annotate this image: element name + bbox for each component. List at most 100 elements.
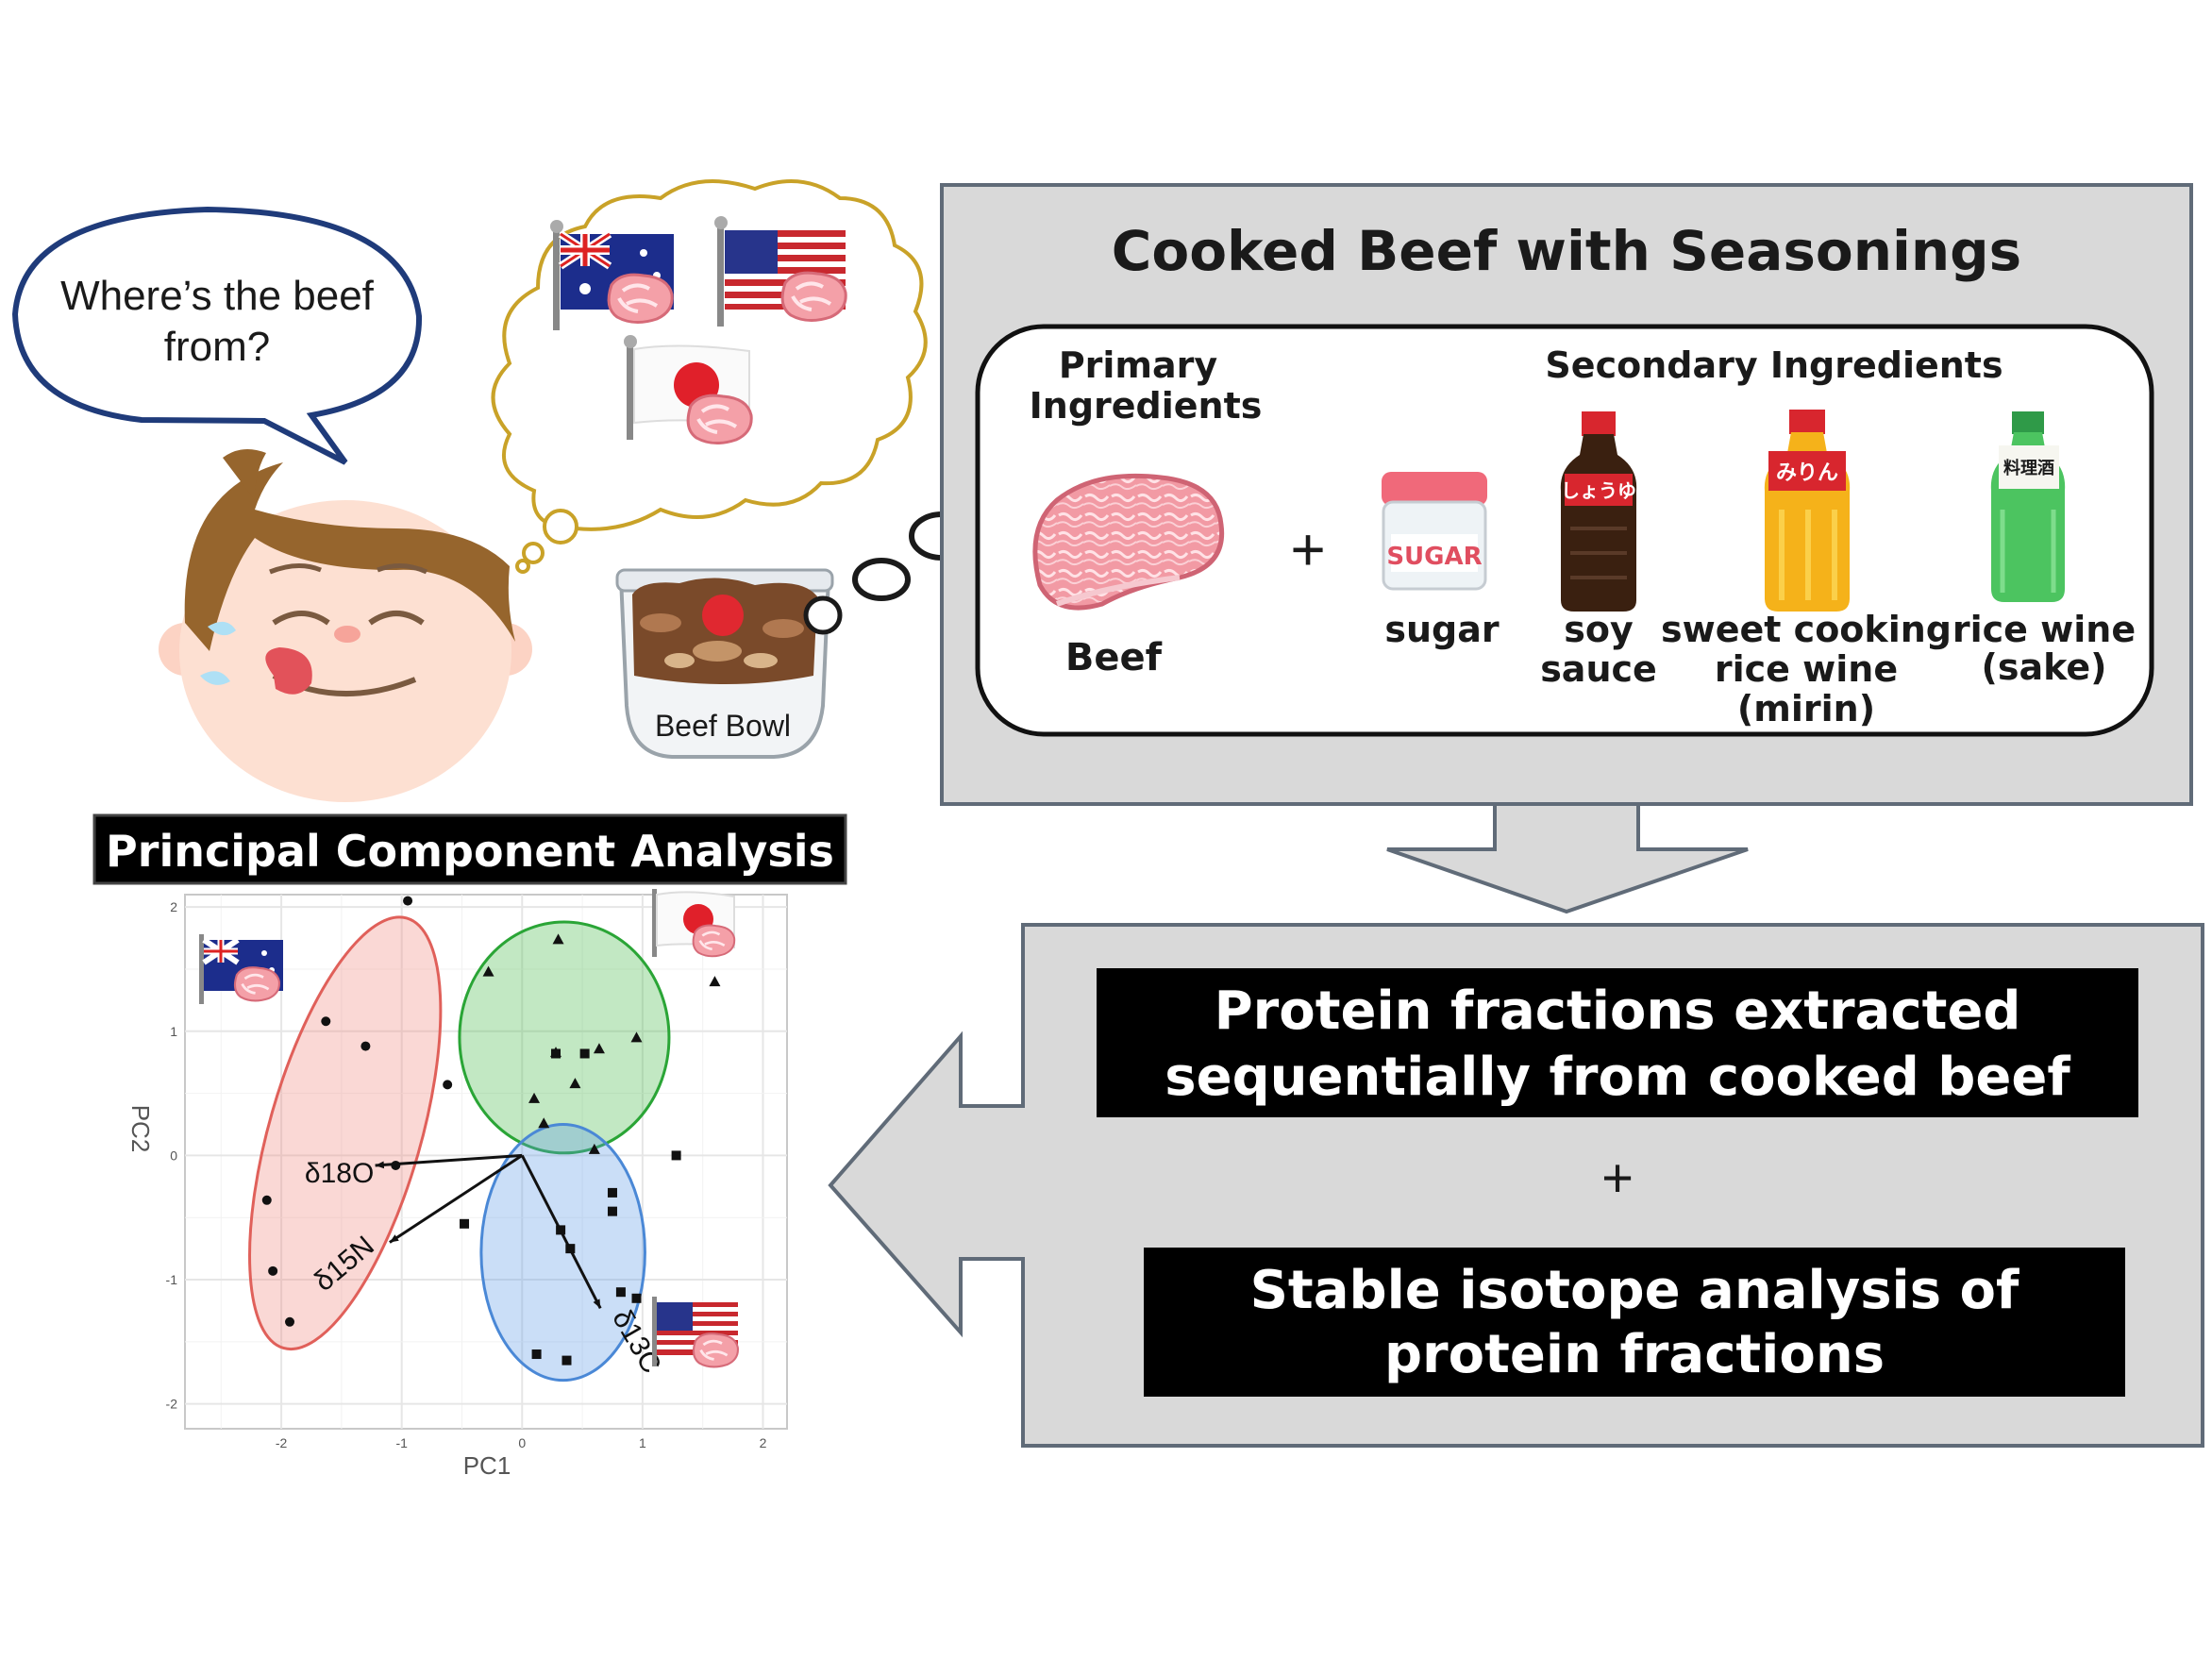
japan-flag-icon <box>652 889 736 958</box>
y-axis-label: PC2 <box>126 1105 155 1153</box>
analysis-plus-sign: + <box>1601 1148 1634 1209</box>
speech-line-1: Where’s the beef <box>60 273 375 319</box>
sake-bottle-icon: 料理酒 <box>1990 411 2066 602</box>
y-tick-label: 2 <box>170 899 177 914</box>
nose <box>334 626 360 643</box>
confidence-ellipse-japan <box>458 920 671 1155</box>
australia-flag-icon <box>550 220 675 330</box>
data-point-australia <box>321 1016 331 1027</box>
x-axis-label: PC1 <box>463 1451 511 1480</box>
data-point-japan <box>630 1031 643 1043</box>
usa-flag-icon <box>714 216 848 327</box>
beef-icon <box>1032 473 1225 611</box>
pca-title-bar <box>92 813 847 885</box>
loading-vector-arrowhead <box>593 1299 601 1309</box>
data-point-japan <box>538 1117 550 1129</box>
data-point-japan <box>482 965 494 977</box>
data-point-australia <box>443 1080 453 1090</box>
pca-title: Principal Component Analysis <box>106 826 834 877</box>
y-tick-label: -2 <box>166 1397 178 1412</box>
protein-fractions-box <box>1097 968 2138 1117</box>
cooked-panel-title: Cooked Beef with Seasonings <box>1112 219 2021 283</box>
data-point-japan <box>528 1092 541 1103</box>
data-point-australia <box>391 1160 401 1170</box>
plus-sign: + <box>1290 515 1325 583</box>
stable-isotope-line-1: Stable isotope analysis of <box>1250 1260 2019 1321</box>
right-eye <box>368 611 425 626</box>
data-point-usa <box>671 1150 681 1161</box>
data-point-usa <box>631 1293 642 1303</box>
loading-vector-arrowhead <box>389 1234 399 1243</box>
y-tick-label: -1 <box>166 1272 178 1287</box>
data-point-usa <box>565 1244 576 1254</box>
hair <box>184 462 516 651</box>
soy-bottle-label: しょうゆ <box>1561 479 1636 502</box>
beef-bowl-label: Beef Bowl <box>655 709 791 743</box>
protein-fractions-line-2: sequentially from cooked beef <box>1165 1047 2070 1108</box>
mirin-bottle-label: みりん <box>1776 461 1838 485</box>
sake-label-1: rice wine <box>1952 609 2136 650</box>
face <box>179 500 511 802</box>
x-tick-label: -2 <box>276 1435 288 1450</box>
data-point-usa <box>615 1287 626 1298</box>
cooked-beef-panel: Cooked Beef with Seasonings Primary Ingr… <box>940 183 2193 806</box>
beef-bowl-illustration: Beef Bowl <box>615 511 975 759</box>
data-point-usa <box>607 1206 617 1216</box>
loading-vector-arrowhead <box>375 1161 385 1169</box>
speech-bubble: Where’s the beef from? <box>11 206 423 465</box>
data-point-usa <box>579 1048 590 1059</box>
boy-illustration <box>159 449 532 802</box>
mirin-bottle-icon: みりん <box>1764 410 1851 612</box>
protein-fractions-line-1: Protein fractions extracted <box>1215 980 2021 1042</box>
x-tick-label: -1 <box>395 1435 408 1450</box>
data-point-usa <box>531 1349 542 1360</box>
secondary-heading: Secondary Ingredients <box>1545 344 2003 386</box>
sugar-label: sugar <box>1384 609 1500 650</box>
pca-grid <box>185 895 787 1429</box>
mirin-label-2: rice wine <box>1715 648 1898 690</box>
data-point-usa <box>556 1225 566 1235</box>
x-tick-label: 2 <box>760 1435 767 1450</box>
usa-flag-icon <box>652 1297 740 1368</box>
sake-bottle-label: 料理酒 <box>2003 458 2054 478</box>
x-tick-label: 1 <box>639 1435 646 1450</box>
soy-label-2: sauce <box>1540 648 1657 690</box>
data-point-australia <box>261 1195 272 1205</box>
australia-flag-icon <box>199 934 283 1004</box>
data-point-usa <box>460 1218 470 1229</box>
confidence-ellipse-australia <box>248 915 443 1351</box>
stable-isotope-line-2: protein fractions <box>1384 1324 1885 1385</box>
x-tick-label: 0 <box>518 1435 526 1450</box>
data-point-japan <box>552 933 564 945</box>
data-point-australia <box>403 896 413 906</box>
data-point-australia <box>285 1316 295 1327</box>
stable-isotope-box <box>1144 1248 2125 1397</box>
data-point-japan <box>569 1078 581 1089</box>
y-tick-label: 0 <box>170 1148 177 1163</box>
data-point-usa <box>607 1187 617 1198</box>
tongue <box>265 647 312 695</box>
sweat-drop <box>200 621 236 685</box>
loading-vector <box>389 1154 524 1244</box>
data-point-japan <box>593 1043 605 1054</box>
data-point-australia <box>360 1041 371 1051</box>
pca-points <box>261 896 721 1366</box>
confidence-ellipse-usa <box>479 1123 646 1382</box>
sake-label-2: (sake) <box>1981 646 2106 688</box>
loading-vector-label: δ18O <box>305 1158 374 1189</box>
primary-heading-line-1: Primary <box>1059 344 1218 386</box>
sugar-jar-label: SUGAR <box>1386 543 1482 571</box>
sugar-jar-icon: SUGAR <box>1382 472 1487 591</box>
data-point-japan <box>588 1143 600 1154</box>
beef-label: Beef <box>1065 636 1163 679</box>
mirin-label-1: sweet cooking <box>1661 609 1952 650</box>
down-arrow <box>1386 802 1749 914</box>
mirin-label-3: (mirin) <box>1737 688 1875 729</box>
left-eye <box>272 611 330 626</box>
data-point-australia <box>268 1265 278 1276</box>
primary-heading-line-2: Ingredients <box>1030 385 1263 427</box>
data-point-japan <box>709 976 721 987</box>
pca-ellipses <box>248 915 671 1382</box>
